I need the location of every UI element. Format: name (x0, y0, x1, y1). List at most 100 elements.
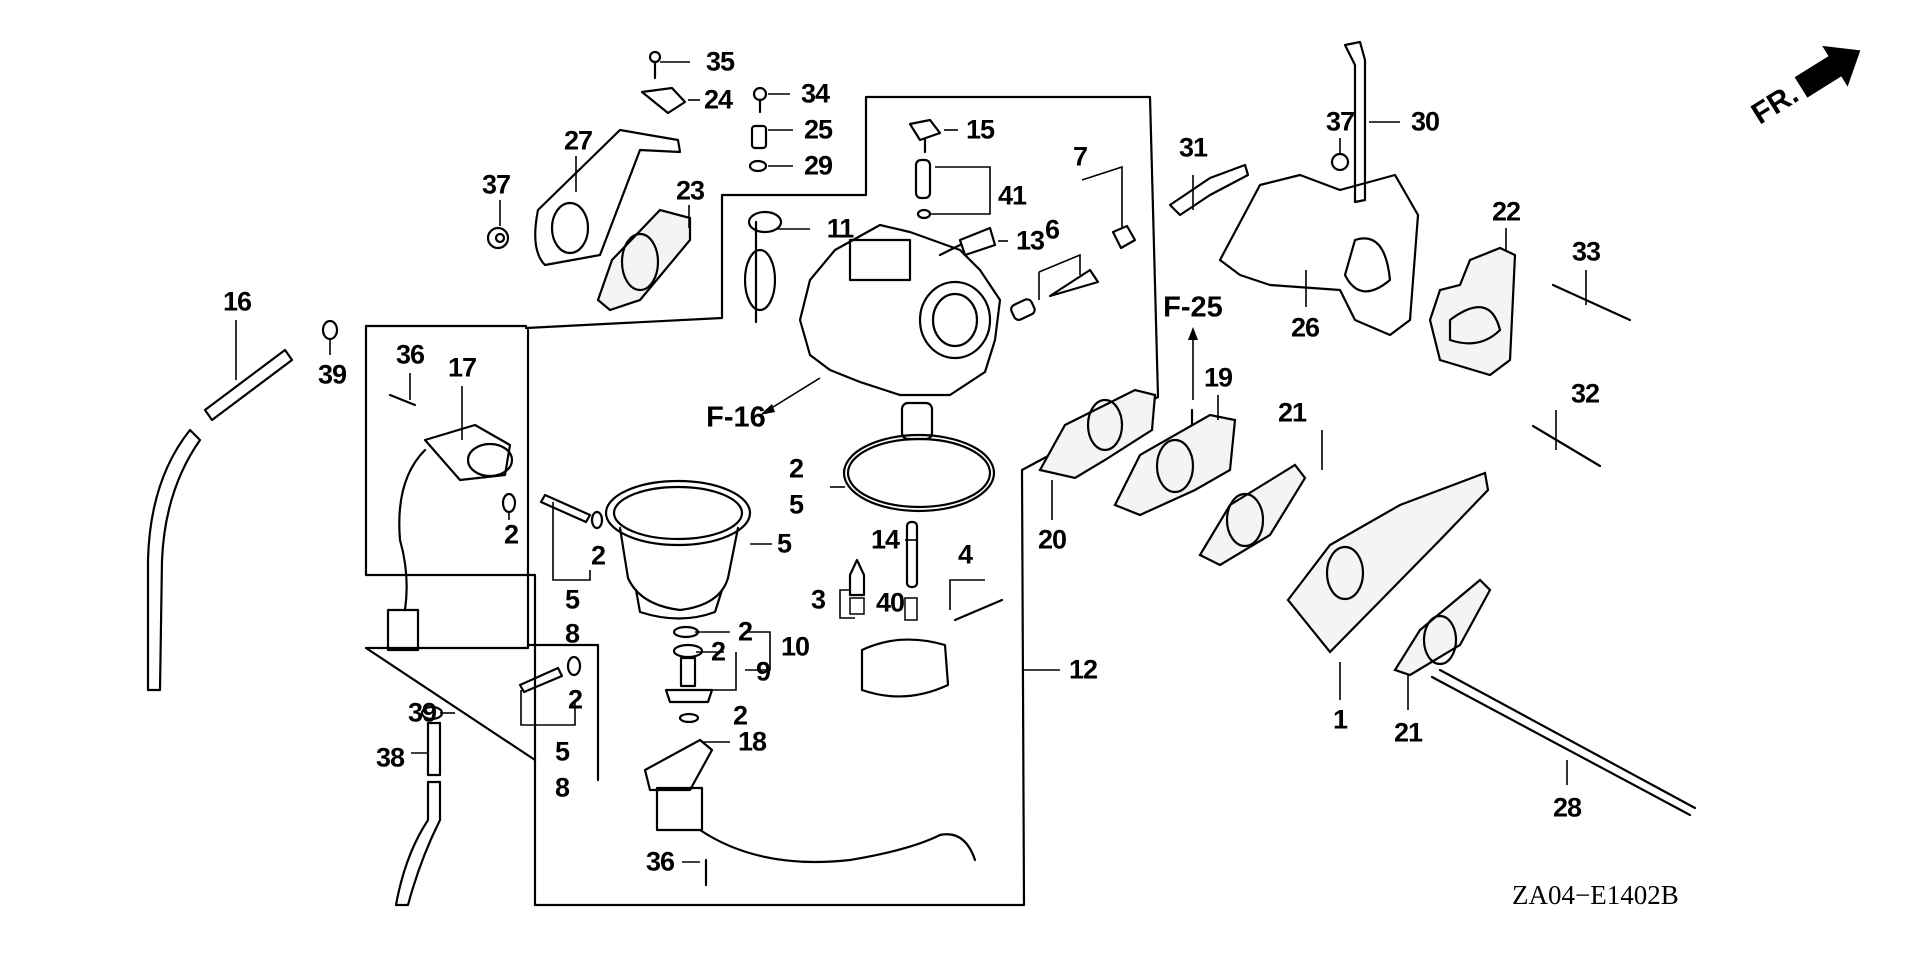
assembly-outline-12 (364, 95, 1160, 907)
callout-2-washer: 2 (710, 636, 726, 667)
callout-11: 11 (826, 213, 855, 244)
callout-7: 7 (1072, 141, 1088, 172)
part-38-tube (394, 721, 442, 907)
part-5-float-bowl (604, 479, 752, 620)
callout-19: 19 (1203, 362, 1233, 393)
callout-30: 30 (1410, 106, 1440, 137)
part-15-screw (908, 118, 942, 154)
callout-38: 38 (375, 742, 405, 773)
callout-29: 29 (803, 150, 833, 181)
callout-37: 37 (481, 169, 511, 200)
part-19-insulator (1113, 408, 1237, 517)
callout-26: 26 (1290, 312, 1320, 343)
part-40-spring (904, 597, 918, 621)
callout-35: 35 (705, 46, 735, 77)
callout-21-lower: 21 (1393, 717, 1423, 748)
callout-14: 14 (870, 524, 900, 555)
ref-arrow-f25 (1188, 327, 1198, 400)
group-outline-bracket (364, 643, 600, 782)
callout-21: 21 (1277, 397, 1307, 428)
callout-6: 6 (1044, 214, 1060, 245)
callout-25: 25 (803, 114, 833, 145)
part-20-gasket (1038, 388, 1157, 480)
part-2-washer (501, 492, 517, 514)
callout-17: 17 (447, 352, 477, 383)
callout-32: 32 (1570, 378, 1600, 409)
callout-3: 3 (810, 584, 826, 615)
front-direction-indicator: FR. (1736, 19, 1883, 147)
part-31-lever (1168, 163, 1250, 217)
reference-f25[interactable]: F-25 (1163, 291, 1223, 324)
callout-27: 27 (563, 125, 593, 156)
callout-1: 1 (1332, 704, 1348, 735)
callout-16: 16 (222, 286, 252, 317)
callout-18: 18 (737, 726, 767, 757)
callout-31: 31 (1178, 132, 1208, 163)
callout-15: 15 (965, 114, 995, 145)
callout-9: 9 (755, 656, 771, 687)
callout-5-oring: 5 (788, 489, 804, 520)
callout-39-lower: 39 (407, 697, 437, 728)
part-26-elbow (1218, 173, 1420, 337)
part-24-clip (640, 86, 687, 115)
part-18-fuel-cut-solenoid (643, 738, 977, 887)
part-23-gasket (596, 208, 692, 312)
part-9-drain-screw (664, 625, 714, 724)
callout-24: 24 (703, 84, 733, 115)
part-11-lever (743, 210, 783, 324)
part-29-washer (748, 159, 768, 173)
part-13-screw (938, 226, 997, 257)
callout-20: 20 (1037, 524, 1067, 555)
group-outline-17 (364, 328, 530, 650)
part-33-stud (1551, 283, 1632, 322)
part-1-plate (1286, 471, 1490, 654)
callout-40: 40 (875, 587, 905, 618)
part-21-gasket-lower (1393, 578, 1492, 677)
callout-22: 22 (1491, 196, 1521, 227)
callout-10: 10 (780, 631, 810, 662)
part-30-rod (1343, 40, 1367, 204)
part-17-solenoid (386, 393, 514, 652)
callout-2-gasket: 2 (737, 616, 753, 647)
part-4-float (860, 598, 1004, 698)
callout-2-drain: 2 (732, 700, 748, 731)
part-14-float-pin (905, 520, 919, 589)
part-oring (842, 433, 996, 513)
callout-33: 33 (1571, 236, 1601, 267)
part-screw-5-8-lower (518, 655, 582, 694)
callout-5-screw: 5 (564, 584, 580, 615)
callout-37-right: 37 (1325, 106, 1355, 137)
callout-36: 36 (395, 339, 425, 370)
part-32-stud (1531, 424, 1602, 468)
callout-36-lower: 36 (645, 846, 675, 877)
callout-2-oring: 2 (788, 453, 804, 484)
callout-12: 12 (1068, 654, 1098, 685)
reference-f16[interactable]: F-16 (706, 401, 766, 434)
part-27-bracket (534, 128, 682, 267)
part-3-float-valve (848, 558, 866, 615)
part-34-screw (752, 86, 768, 114)
part-35-screw (648, 50, 662, 80)
callout-39: 39 (317, 359, 347, 390)
part-41-jet (914, 158, 932, 220)
callout-23: 23 (675, 175, 705, 206)
callout-8-lower: 8 (554, 772, 570, 803)
callout-34: 34 (800, 78, 830, 109)
part-7-cap (1111, 224, 1137, 250)
callout-2-solenoid: 2 (503, 519, 519, 550)
carburetor-body (798, 223, 1002, 441)
callout-28: 28 (1552, 792, 1582, 823)
callout-4: 4 (957, 539, 973, 570)
part-22-gasket (1428, 246, 1517, 377)
callout-8-screw: 8 (564, 618, 580, 649)
leader-lines (235, 61, 1587, 863)
part-28-stud (1430, 668, 1697, 817)
ref-arrow-f16 (760, 377, 821, 415)
front-direction-arrow-icon (1794, 45, 1861, 98)
callout-5-bowl: 5 (776, 528, 792, 559)
callout-41: 41 (997, 180, 1027, 211)
part-21-gasket (1198, 463, 1307, 567)
callout-13: 13 (1015, 225, 1045, 256)
diagram-code: ZA04−E1402B (1512, 880, 1679, 910)
